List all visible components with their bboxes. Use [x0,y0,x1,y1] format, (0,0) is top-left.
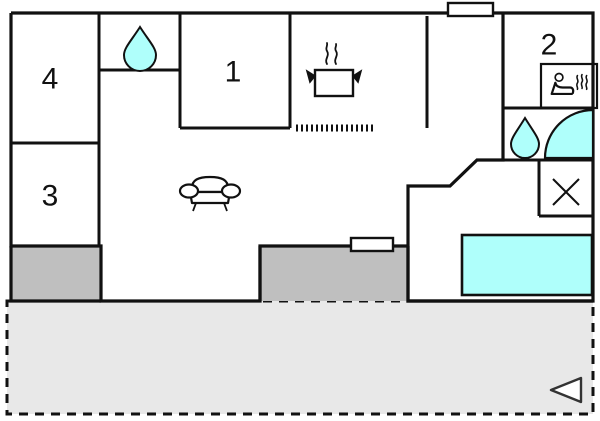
room-label-4: 4 [42,63,59,96]
water-drop-shape-bath [509,116,541,159]
pot-handle-left [305,69,317,84]
deck-left-walls [9,246,101,303]
sauna-steam-3 [585,74,588,91]
sauna-icon [550,72,588,96]
pot-steam-1 [325,42,329,65]
pool-shape [460,233,594,297]
deck-right-fill [260,246,408,301]
sauna-person-legs [550,81,574,96]
sofa-arm-right [220,183,242,199]
cross-mark-icon [552,178,580,206]
cooking-pot-icon [305,42,363,98]
deck-areas [11,246,408,301]
direction-triangle [549,376,583,404]
sofa-seat [188,190,232,205]
room-label-3: 3 [42,180,59,213]
sofa-leg-right [223,202,228,212]
pot-steam-2 [334,43,338,65]
window-deck-wall [349,236,395,253]
terrace-area [5,299,595,416]
sofa-leg-left [192,202,197,212]
pot-body [313,68,355,98]
deck-left-fill [11,246,101,301]
perimeter-bottom-right [406,246,593,303]
corner-tub-shape [543,108,595,160]
room-label-2: 2 [541,29,558,62]
sauna-person-body [554,81,575,95]
sofa-arm-left [178,183,200,199]
windows [349,1,495,253]
sauna-steam-2 [580,73,584,90]
sauna-cabin-outline [539,62,599,110]
view-direction-arrow-icon [549,376,583,404]
room-label-1: 1 [225,56,242,89]
water-drop-shape [122,25,158,72]
pool-icon [460,233,594,297]
sofa-icon [178,175,242,212]
cross-stroke-2 [552,178,580,206]
terrace-outline [5,299,595,416]
sauna-steam-1 [576,74,579,91]
water-drop-icon [509,116,541,159]
water-drop-icon [122,25,158,72]
corner-tub-icon [543,108,595,160]
window-top-wall [446,1,495,18]
sauna-person-head [554,72,564,83]
pot-handle-right [351,69,363,84]
